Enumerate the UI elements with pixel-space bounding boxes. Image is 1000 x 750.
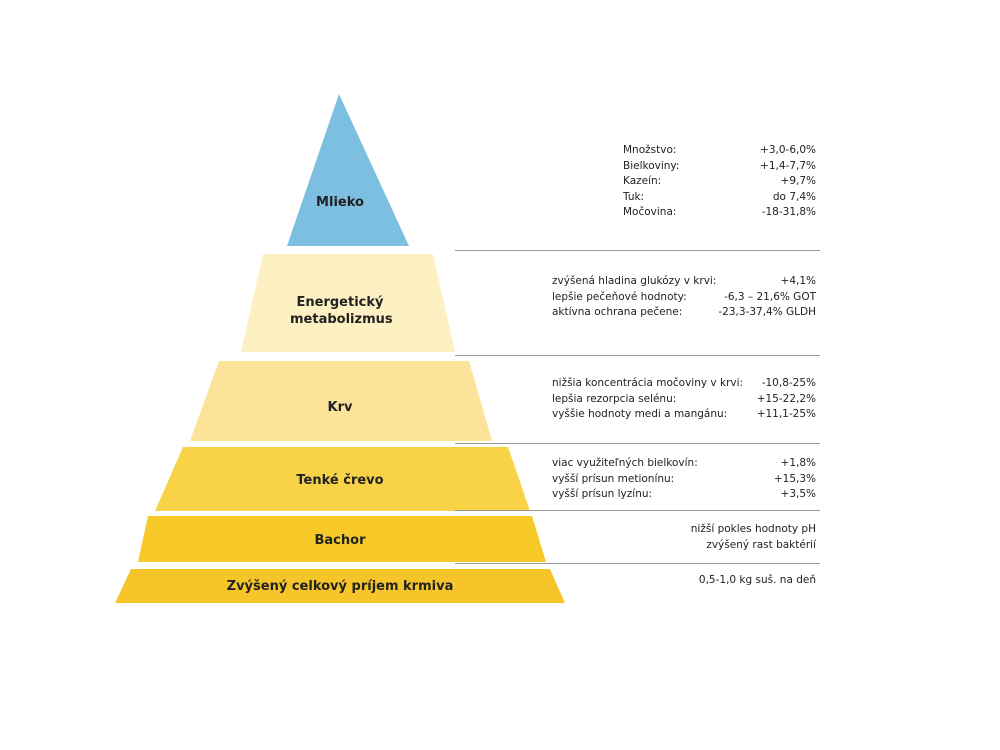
separator-line <box>455 443 820 444</box>
detail-row: Bielkoviny:+1,4-7,7% <box>623 159 816 172</box>
detail-row: Tuk:do 7,4% <box>623 190 816 203</box>
level-label-feed-intake: Zvýšený celkový príjem krmiva <box>226 579 454 594</box>
pyramid-level-small-intestine <box>155 447 530 511</box>
detail-row: Močovina:-18-31,8% <box>623 206 816 218</box>
pyramid-level-feed-intake <box>115 569 565 603</box>
separator-line <box>455 250 820 251</box>
level-label-blood: Krv <box>327 400 353 415</box>
separator-line <box>455 563 820 564</box>
level-label-rumen: Bachor <box>314 533 366 548</box>
feed-intake-details: 0,5-1,0 kg suš. na deň <box>698 574 816 586</box>
detail-row: Množstvo:+3,0-6,0% <box>623 144 816 156</box>
level-label-energy-metabolism: Energetický metabolizmus <box>290 295 393 327</box>
energy-metabolism-details: zvýšená hladina glukózy v krvi:+4,1% lep… <box>552 274 816 321</box>
milk-details: Množstvo:+3,0-6,0% Bielkoviny:+1,4-7,7% … <box>623 143 816 221</box>
detail-row: viac využiteľných bielkovín:+1,8% <box>552 457 816 469</box>
detail-row: vyšší prísun lyzínu:+3,5% <box>552 488 816 500</box>
pyramid-level-energy-metabolism <box>241 254 455 352</box>
separator-line <box>455 510 820 511</box>
detail-row: vyššie hodnoty medi a mangánu:+11,1-25% <box>552 408 816 420</box>
pyramid-level-rumen <box>138 516 546 562</box>
pyramid-level-milk <box>287 94 409 246</box>
level-label-milk: Mlieko <box>316 195 364 210</box>
separator-line <box>455 355 820 356</box>
level-label-small-intestine: Tenké črevo <box>296 473 384 488</box>
detail-row: Kazeín:+9,7% <box>623 175 816 187</box>
detail-row: aktívna ochrana pečene:-23,3-37,4% GLDH <box>552 306 816 318</box>
detail-row: zvýšená hladina glukózy v krvi:+4,1% <box>552 275 816 287</box>
blood-details: nižšia koncentrácia močoviny v krvi:-10,… <box>552 376 816 423</box>
detail-row: vyšší prísun metionínu:+15,3% <box>552 472 816 485</box>
detail-row: lepšie pečeňové hodnoty:-6,3 – 21,6% GOT <box>552 290 816 303</box>
detail-row: lepšia rezorpcia selénu:+15-22,2% <box>552 392 816 405</box>
small-intestine-details: viac využiteľných bielkovín:+1,8% vyšší … <box>552 456 816 503</box>
pyramid-level-blood <box>190 361 492 441</box>
rumen-details: nižší pokles hodnoty pH zvýšený rast bak… <box>690 523 816 551</box>
detail-row: nižšia koncentrácia močoviny v krvi:-10,… <box>552 377 816 389</box>
